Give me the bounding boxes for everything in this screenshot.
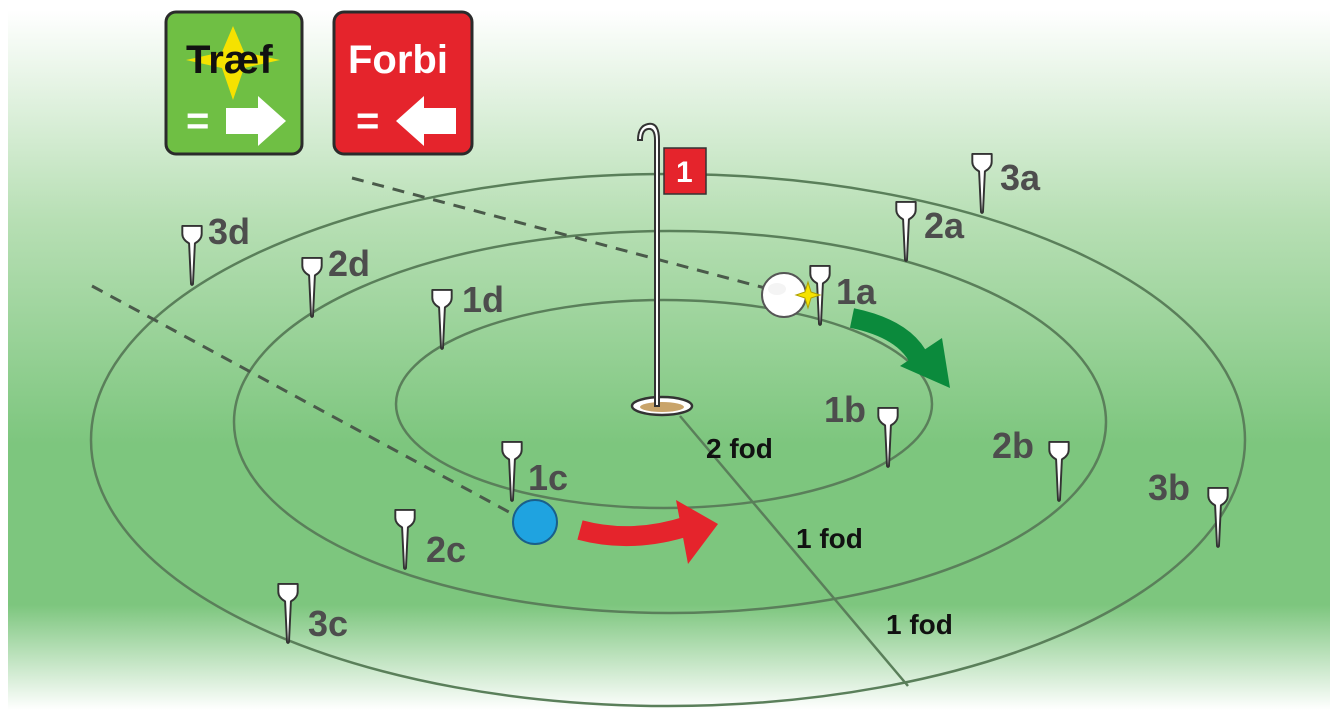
flag <box>663 147 707 195</box>
legend-miss-equals: = <box>356 99 379 143</box>
legend-hit-label: Træf <box>186 38 273 82</box>
tee-label-2b: 2b <box>992 425 1034 466</box>
tee-label-1c: 1c <box>528 457 568 498</box>
middle-ring-2 <box>232 229 1108 615</box>
dashed-line-upper <box>351 176 781 294</box>
inner-ring-1 <box>394 298 934 510</box>
miss-curved-arrow-icon <box>577 500 718 564</box>
flag-number: 1 <box>676 156 693 189</box>
hit-curved-arrow-icon <box>849 308 950 388</box>
flagstick <box>636 122 660 407</box>
distance-label-inner: 2 fod <box>706 433 773 464</box>
tee-label-2c: 2c <box>426 529 466 570</box>
left-arrow-icon <box>396 96 456 146</box>
tee-label-1a: 1a <box>836 271 877 312</box>
right-arrow-icon <box>226 96 286 146</box>
legend-miss: Forbi = <box>332 10 474 156</box>
tee-label-2d: 2d <box>328 243 370 284</box>
tee-label-3b: 3b <box>1148 467 1190 508</box>
blue-ball <box>512 499 558 545</box>
dashed-line-lower <box>91 284 521 520</box>
tee-label-3d: 3d <box>208 211 250 252</box>
tee-label-1b: 1b <box>824 389 866 430</box>
legend-miss-label: Forbi <box>348 38 448 82</box>
tee-label-2a: 2a <box>924 205 965 246</box>
distance-radial-line <box>679 415 909 687</box>
legend-hit: Træf = <box>164 10 304 156</box>
tee-label-3a: 3a <box>1000 157 1041 198</box>
distance-label-outer: 1 fod <box>886 609 953 640</box>
distance-label-middle: 1 fod <box>796 523 863 554</box>
tee-label-1d: 1d <box>462 279 504 320</box>
legend-hit-equals: = <box>186 99 209 143</box>
legend-hit-sparkle-icon <box>186 26 280 100</box>
tee-label-3c: 3c <box>308 603 348 644</box>
hit-sparkle-icon <box>794 280 822 310</box>
hole-flag: 1 <box>630 122 707 417</box>
